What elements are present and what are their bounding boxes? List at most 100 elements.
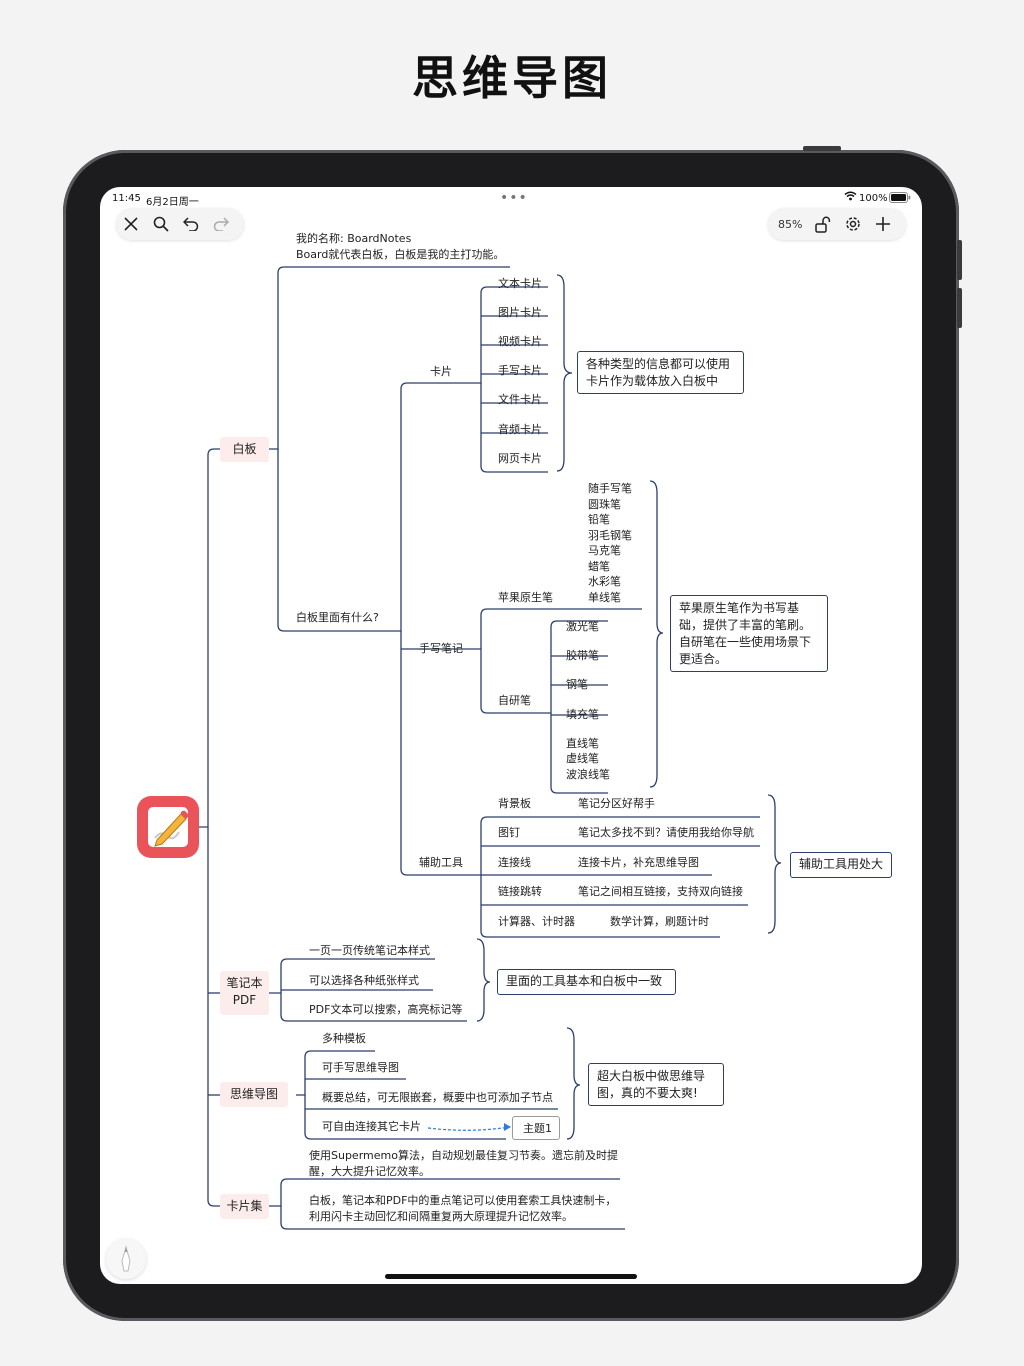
undo-icon[interactable] — [176, 209, 206, 239]
close-icon[interactable] — [116, 209, 146, 239]
node-custom-pens[interactable]: 自研笔 — [498, 694, 531, 707]
node-cardset-label: 卡片集 — [226, 1199, 263, 1213]
summary-handwriting-line: 苹果原生笔作为书写基 — [679, 601, 800, 615]
custom-pen-item[interactable]: 钢笔 — [566, 678, 588, 691]
custom-pen-item[interactable]: 填充笔 — [566, 708, 599, 721]
summary-mindmap-line: 超大白板中做思维导 — [597, 1069, 706, 1083]
summary-cards-line: 各种类型的信息都可以使用 — [586, 357, 731, 371]
node-whiteboard[interactable]: 白板 — [220, 437, 269, 462]
node-notebook-label: 笔记本 — [226, 976, 263, 990]
notebook-item[interactable]: 一页一页传统笔记本样式 — [309, 944, 430, 957]
node-notebook-pdf[interactable]: 笔记本 PDF — [220, 971, 269, 1015]
custom-pen-item[interactable]: 胶带笔 — [566, 649, 599, 662]
volume-down-button — [957, 288, 962, 328]
root-node-app-icon[interactable] — [137, 796, 199, 858]
summary-cards[interactable]: 各种类型的信息都可以使用 卡片作为载体放入白板中 — [577, 351, 744, 394]
tool-name[interactable]: 连接线 — [498, 856, 531, 869]
zoom-level[interactable]: 85% — [778, 217, 803, 231]
card-item[interactable]: 手写卡片 — [498, 364, 542, 377]
apple-pen-item[interactable]: 羽毛钢笔 — [588, 529, 632, 542]
mindmap-connectors — [199, 266, 782, 1230]
tool-desc[interactable]: 笔记太多找不到？请使用我给你导航 — [578, 826, 754, 839]
mindmap-item[interactable]: 概要总结，可无限嵌套，概要中也可添加子节点 — [322, 1091, 553, 1104]
intro-desc: Board就代表白板，白板是我的主打功能。 — [296, 248, 505, 261]
summary-handwriting-line: 础，提供了丰富的笔刷。 — [679, 618, 812, 632]
pen-icon — [121, 1245, 131, 1272]
search-icon[interactable] — [146, 209, 176, 239]
notebook-item[interactable]: PDF文本可以搜索，高亮标记等 — [309, 1003, 463, 1016]
mindmap-item[interactable]: 可自由连接其它卡片 — [322, 1120, 421, 1133]
tool-name[interactable]: 图钉 — [498, 826, 520, 839]
home-indicator[interactable] — [385, 1274, 637, 1279]
card-item[interactable]: 文本卡片 — [498, 277, 542, 290]
notepad-pencil-icon — [148, 807, 189, 847]
node-notebook-label: PDF — [232, 993, 257, 1007]
card-item[interactable]: 音频卡片 — [498, 423, 542, 436]
app-screen: 11:45 6月2日周一 ••• 100% 85% — [100, 187, 922, 1284]
cardset-desc[interactable]: 白板，笔记本和PDF中的重点笔记可以使用套索工具快速制卡， — [309, 1194, 617, 1207]
tool-name[interactable]: 背景板 — [498, 797, 531, 810]
apple-pen-item[interactable]: 随手写笔 — [588, 482, 632, 495]
node-mindmap-label: 思维导图 — [229, 1087, 278, 1101]
apple-pen-item[interactable]: 水彩笔 — [588, 575, 621, 588]
battery-icon — [889, 192, 911, 206]
top-button — [803, 146, 841, 151]
plus-icon[interactable] — [868, 209, 898, 239]
status-date: 6月2日周一 — [146, 197, 199, 208]
apple-pen-item[interactable]: 单线笔 — [588, 591, 621, 604]
topic-node[interactable]: 主题1 — [512, 1116, 560, 1140]
summary-tools[interactable]: 辅助工具用处大 — [790, 852, 892, 878]
node-whiteboard-inside[interactable]: 白板里面有什么? — [296, 611, 379, 624]
summary-tools-text: 辅助工具用处大 — [799, 857, 884, 871]
node-apple-pencil[interactable]: 苹果原生笔 — [498, 591, 553, 604]
cardset-desc[interactable]: 利用闪卡主动回忆和间隔重复两大原理提升记忆效率。 — [309, 1210, 573, 1223]
node-cards[interactable]: 卡片 — [430, 365, 452, 378]
node-whiteboard-label: 白板 — [232, 442, 257, 456]
node-cardset[interactable]: 卡片集 — [220, 1194, 269, 1219]
multitask-dots[interactable]: ••• — [500, 190, 528, 206]
summary-mindmap-line: 图，真的不要太爽! — [597, 1086, 698, 1100]
summary-notebook-text: 里面的工具基本和白板中一致 — [506, 974, 663, 988]
page-headline: 思维导图 — [412, 51, 612, 105]
mindmap-item[interactable]: 多种模板 — [322, 1032, 366, 1045]
tool-name[interactable]: 链接跳转 — [498, 885, 542, 898]
notebook-item[interactable]: 可以选择各种纸张样式 — [309, 974, 419, 987]
custom-pen-item[interactable]: 直线笔 — [566, 737, 599, 750]
summary-notebook[interactable]: 里面的工具基本和白板中一致 — [497, 969, 676, 995]
gear-icon[interactable] — [838, 209, 868, 239]
node-tools[interactable]: 辅助工具 — [419, 856, 463, 869]
volume-up-button — [957, 240, 962, 280]
tool-name[interactable]: 计算器、计时器 — [498, 915, 575, 928]
apple-pen-item[interactable]: 马克笔 — [588, 544, 621, 557]
custom-pen-item[interactable]: 激光笔 — [566, 620, 599, 633]
summary-handwriting-line: 更适合。 — [679, 652, 728, 666]
tool-desc[interactable]: 笔记分区好帮手 — [578, 797, 655, 810]
unlock-icon[interactable] — [808, 209, 838, 239]
topic-node-label: 主题1 — [523, 1122, 552, 1135]
battery-percent: 100% — [859, 193, 888, 204]
summary-handwriting-line: 自研笔在一些使用场景下 — [679, 635, 812, 649]
card-item[interactable]: 网页卡片 — [498, 452, 542, 465]
card-item[interactable]: 图片卡片 — [498, 306, 542, 319]
tool-desc[interactable]: 连接卡片，补充思维导图 — [578, 856, 699, 869]
summary-mindmap[interactable]: 超大白板中做思维导 图，真的不要太爽! — [588, 1063, 724, 1106]
apple-pen-item[interactable]: 圆珠笔 — [588, 498, 621, 511]
mindmap-item[interactable]: 可手写思维导图 — [322, 1061, 399, 1074]
summary-handwriting[interactable]: 苹果原生笔作为书写基 础，提供了丰富的笔刷。 自研笔在一些使用场景下 更适合。 — [670, 595, 828, 672]
right-toolbar: 85% — [768, 208, 906, 240]
apple-pen-item[interactable]: 铅笔 — [588, 513, 610, 526]
tool-desc[interactable]: 数学计算，刷题计时 — [610, 915, 709, 928]
custom-pen-item[interactable]: 虚线笔 — [566, 752, 599, 765]
pen-tool-button[interactable] — [106, 1239, 146, 1279]
node-handwriting[interactable]: 手写笔记 — [419, 642, 463, 655]
cardset-desc[interactable]: 使用Supermemo算法，自动规划最佳复习节奏。遗忘前及时提 — [309, 1149, 618, 1162]
card-item[interactable]: 视频卡片 — [498, 335, 542, 348]
status-time: 11:45 — [112, 193, 141, 204]
apple-pen-item[interactable]: 蜡笔 — [588, 560, 610, 573]
tool-desc[interactable]: 笔记之间相互链接，支持双向链接 — [578, 885, 743, 898]
card-item[interactable]: 文件卡片 — [498, 393, 542, 406]
redo-icon[interactable] — [206, 209, 236, 239]
custom-pen-item[interactable]: 波浪线笔 — [566, 768, 610, 781]
node-mindmap[interactable]: 思维导图 — [220, 1082, 288, 1107]
cardset-desc[interactable]: 醒，大大提升记忆效率。 — [309, 1165, 430, 1178]
